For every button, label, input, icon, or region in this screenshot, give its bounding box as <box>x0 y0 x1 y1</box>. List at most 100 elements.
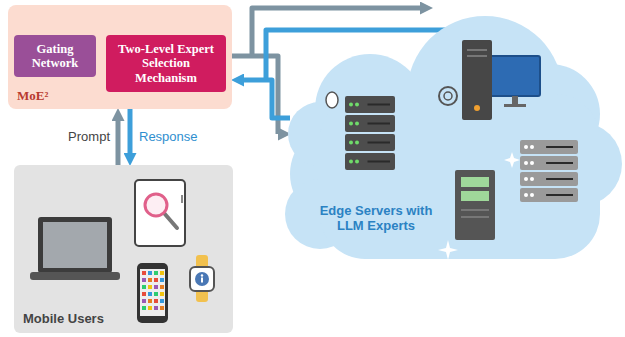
rack-unit <box>345 153 395 170</box>
power-light <box>474 105 480 111</box>
node-label: Two-Level Expert Selection Mechanism <box>106 42 226 85</box>
tower-slot <box>467 55 487 57</box>
app-icon <box>160 292 164 296</box>
status-light <box>355 141 359 145</box>
magnifier-handle <box>164 213 177 228</box>
phone-app-grid <box>142 271 164 310</box>
app-icon <box>148 278 152 282</box>
edge-label: Prompt <box>68 129 110 145</box>
rack-unit-body <box>520 140 578 154</box>
status-light <box>349 122 353 126</box>
drive-slot <box>368 161 391 163</box>
laptop-lid <box>38 217 112 273</box>
watch-band <box>196 255 208 302</box>
rack-unit <box>345 115 395 132</box>
laptop-base <box>30 272 120 280</box>
edge-cloud: Edge Servers with LLM Experts <box>290 14 623 262</box>
drive-slot <box>368 142 391 144</box>
drive-slot <box>546 194 573 196</box>
rack-unit <box>520 172 578 186</box>
phone-screen <box>140 269 165 316</box>
connector <box>118 121 119 165</box>
moe-panel: Gating Network Two-Level Expert Selection… <box>8 5 232 109</box>
status-light <box>349 103 353 107</box>
rack-unit <box>520 140 578 154</box>
status-light <box>524 161 528 165</box>
rack-unit-body <box>345 153 395 170</box>
tablet-body <box>135 180 185 246</box>
mobile-devices-illustration <box>14 165 233 333</box>
watch-info-dot <box>201 274 203 276</box>
app-icon <box>154 278 158 282</box>
status-light <box>355 160 359 164</box>
app-icon <box>142 292 146 296</box>
watch-info-bar <box>201 278 203 283</box>
app-icon <box>160 278 164 282</box>
node-label: Edge Servers with LLM Experts <box>308 204 444 234</box>
tablet-button <box>181 195 183 203</box>
rack-unit-body <box>345 96 395 113</box>
status-light <box>530 177 534 181</box>
monitor-stand <box>512 96 518 104</box>
rack-unit-body <box>345 115 395 132</box>
rack-server <box>345 96 395 170</box>
node-label: Gating Network <box>14 42 96 71</box>
app-icon <box>142 299 146 303</box>
monitor-base <box>504 104 526 107</box>
drive-slot <box>368 123 391 125</box>
app-icon <box>142 306 146 310</box>
status-light <box>524 177 528 181</box>
selection-box: Two-Level Expert Selection Mechanism <box>106 35 226 92</box>
phone-body <box>137 263 168 323</box>
drive-slot <box>546 162 573 164</box>
app-icon <box>160 306 164 310</box>
app-icon <box>154 306 158 310</box>
desktop-tower <box>462 40 492 120</box>
rack-unit-body <box>520 156 578 170</box>
drive-slot <box>546 178 573 180</box>
rack-unit-body <box>345 134 395 151</box>
status-light <box>355 103 359 107</box>
status-light <box>530 145 534 149</box>
app-icon <box>160 299 164 303</box>
status-light <box>530 161 534 165</box>
node-label: Mobile Users <box>23 312 104 327</box>
app-icon <box>154 292 158 296</box>
watch-face <box>190 267 214 291</box>
app-icon <box>148 306 152 310</box>
app-icon <box>148 285 152 289</box>
connector <box>130 109 131 153</box>
app-icon <box>142 285 146 289</box>
connector-line <box>128 109 133 153</box>
mobile-users-panel: Mobile Users <box>14 165 233 333</box>
rack-unit <box>345 134 395 151</box>
status-light <box>355 122 359 126</box>
connector-line <box>116 121 121 165</box>
tower-panel <box>461 191 489 201</box>
status-light <box>524 145 528 149</box>
llama-logo <box>326 92 338 108</box>
monitor-screen <box>488 56 540 96</box>
rack-unit <box>520 156 578 170</box>
app-icon <box>154 271 158 275</box>
rack-unit <box>520 188 578 202</box>
status-light <box>349 160 353 164</box>
rack-server <box>520 140 578 202</box>
app-icon <box>148 292 152 296</box>
tower-server <box>455 170 495 240</box>
node-label: MoE² <box>17 89 48 104</box>
model-logo <box>439 87 457 105</box>
status-light <box>530 193 534 197</box>
sparkle <box>504 152 520 168</box>
drive-slot <box>546 146 573 148</box>
app-icon <box>148 271 152 275</box>
app-icon <box>160 271 164 275</box>
app-icon <box>160 285 164 289</box>
app-icon <box>154 285 158 289</box>
rack-unit <box>345 96 395 113</box>
magnifier-lens <box>145 194 167 216</box>
tower-slot <box>461 209 489 211</box>
cloud-body <box>320 94 600 259</box>
watch-info-icon <box>195 272 209 286</box>
